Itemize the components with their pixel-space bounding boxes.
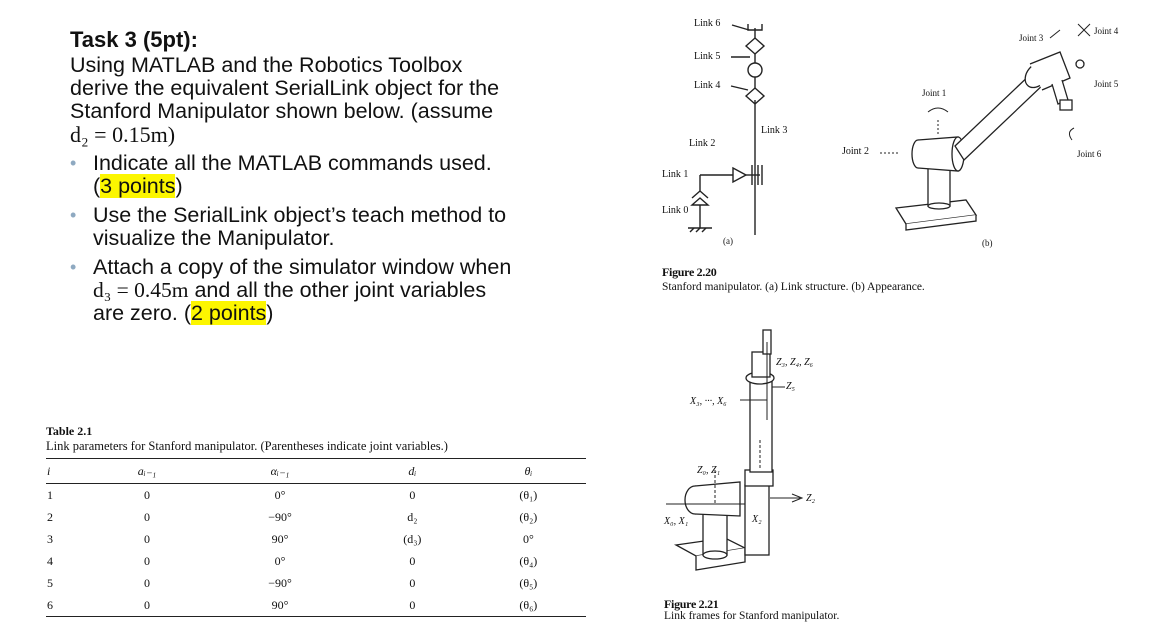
joint-label: Joint 4	[1094, 26, 1119, 36]
task-intro-line: Using MATLAB and the Robotics Toolbox	[70, 53, 463, 77]
table-cell: −90°	[268, 575, 292, 590]
table-cell: 0	[409, 553, 416, 568]
table-cell: 4	[47, 553, 53, 568]
figure-2-20-caption: Stanford manipulator. (a) Link structure…	[662, 281, 925, 293]
subfigure-label: (b)	[982, 238, 993, 248]
table-caption: Link parameters for Stanford manipulator…	[46, 439, 448, 453]
table-cell: 3	[47, 531, 53, 546]
points-highlight: 3 points	[100, 174, 176, 198]
table-cell: −90°	[268, 509, 292, 524]
bullet-item: • Indicate all the MATLAB commands used.…	[70, 152, 610, 198]
link-label: Link 6	[694, 18, 721, 29]
bullet-text: Indicate all the MATLAB commands used.	[93, 151, 492, 175]
bullet-text: are zero. (	[93, 301, 191, 325]
joint-label: Joint 1	[922, 88, 947, 98]
frame-label: X₂	[752, 514, 762, 525]
table-cell: 0°	[522, 531, 534, 546]
table-cell: 0	[144, 597, 150, 612]
link-label: Link 0	[662, 205, 689, 216]
table-cell: (θ₁)	[519, 487, 538, 502]
table-cell: (θ₂)	[519, 509, 538, 524]
figure-2-20-title: Figure 2.20	[662, 265, 717, 279]
table-cell: 0°	[274, 553, 286, 568]
table-cell: 0	[144, 509, 150, 524]
joint-label: Joint 5	[1094, 79, 1119, 89]
task-intro-math: d₂ = 0.15m)	[70, 122, 176, 147]
paren: )	[175, 174, 183, 198]
bullet-item: • Attach a copy of the simulator window …	[70, 256, 610, 325]
table-row: 6 0 90° 0 (θ₆)	[46, 594, 586, 617]
table-row: 3 0 90° (d₃) 0°	[46, 528, 586, 550]
table-cell: d₂	[407, 509, 418, 524]
table-row: 1 0 0° 0 (θ₁)	[46, 484, 586, 507]
bullet-text: and all the other joint variables	[188, 278, 487, 302]
points-highlight: 2 points	[190, 301, 267, 325]
table-row: 2 0 −90° d₂ (θ₂)	[46, 506, 586, 528]
table-cell: 0	[144, 553, 150, 568]
table-cell: 0°	[274, 487, 286, 502]
frame-label: Z₃, Z₄, Z₆	[776, 357, 814, 368]
bullet-item: • Use the SerialLink object’s teach meth…	[70, 204, 610, 250]
bullet-math: d₃ = 0.45m	[93, 278, 189, 302]
frame-label: Z₂	[806, 493, 816, 504]
table-cell: 1	[47, 487, 53, 502]
bullet-dot-icon: •	[70, 205, 77, 225]
task-title: Task 3 (5pt):	[70, 27, 198, 52]
table-header-row: i aᵢ₋₁ αᵢ₋₁ dᵢ θᵢ	[46, 458, 586, 484]
table-cell: (θ₅)	[519, 575, 538, 590]
frame-label: X₃, ···, X₆	[690, 396, 727, 407]
bullet-text: visualize the Manipulator.	[93, 226, 335, 250]
column-header: aᵢ₋₁	[137, 463, 157, 478]
table-row: 5 0 −90° 0 (θ₅)	[46, 572, 586, 594]
joint-label: Joint 3	[1019, 33, 1044, 43]
link-label: Link 3	[761, 125, 788, 136]
task-intro-line: Stanford Manipulator shown below. (assum…	[70, 99, 494, 123]
table-cell: (θ₄)	[519, 553, 538, 568]
table-cell: 0	[144, 531, 150, 546]
link-label: Link 2	[689, 138, 716, 149]
table-cell: 0	[409, 575, 416, 590]
frame-label: X₀, X₁	[664, 516, 689, 527]
column-header: αᵢ₋₁	[270, 463, 290, 478]
subfigure-label: (a)	[723, 236, 733, 246]
frame-label: Z₅	[786, 381, 796, 392]
link-parameter-table: i aᵢ₋₁ αᵢ₋₁ dᵢ θᵢ 1 0 0° 0 (θ₁) 2 0 −90° d₂ (θ₂) 3…	[46, 458, 586, 617]
table-cell: 2	[47, 509, 53, 524]
column-header: θᵢ	[524, 463, 533, 478]
table-cell: 5	[47, 575, 53, 590]
table-title: Table 2.1	[46, 424, 93, 438]
paren: )	[266, 301, 274, 325]
frame-label: Z₀, Z₁	[697, 465, 721, 476]
link-parameter-table-block: Table 2.1 Link parameters for Stanford m…	[46, 424, 586, 617]
link-label: Link 5	[694, 51, 721, 62]
bullet-text: Use the SerialLink object’s teach method…	[93, 203, 507, 227]
bullet-text: Attach a copy of the simulator window wh…	[93, 255, 512, 279]
table-cell: 0	[409, 487, 416, 502]
link-label: Link 1	[662, 169, 689, 180]
column-header: i	[47, 463, 51, 478]
joint-label: Joint 6	[1077, 149, 1102, 159]
table-cell: (d₃)	[403, 531, 422, 546]
column-header: dᵢ	[408, 463, 417, 478]
table-cell: (θ₆)	[519, 597, 538, 612]
table-row: 4 0 0° 0 (θ₄)	[46, 550, 586, 572]
task-intro-line: derive the equivalent SerialLink object …	[70, 76, 500, 100]
figure-2-21-title: Figure 2.21	[664, 597, 719, 611]
bullet-dot-icon: •	[70, 257, 77, 277]
task-block: Task 3 (5pt): Using MATLAB and the Robot…	[70, 26, 610, 325]
figure-2-21-caption: Link frames for Stanford manipulator.	[664, 610, 840, 622]
link-label: Link 4	[694, 80, 721, 91]
bullet-dot-icon: •	[70, 153, 77, 173]
paren: (	[93, 174, 101, 198]
table-cell: 0	[144, 487, 150, 502]
table-cell: 6	[47, 597, 53, 612]
table-cell: 0	[409, 597, 416, 612]
table-cell: 90°	[271, 597, 289, 612]
table-cell: 0	[144, 575, 150, 590]
joint-label: Joint 2	[842, 146, 869, 157]
table-cell: 90°	[271, 531, 289, 546]
